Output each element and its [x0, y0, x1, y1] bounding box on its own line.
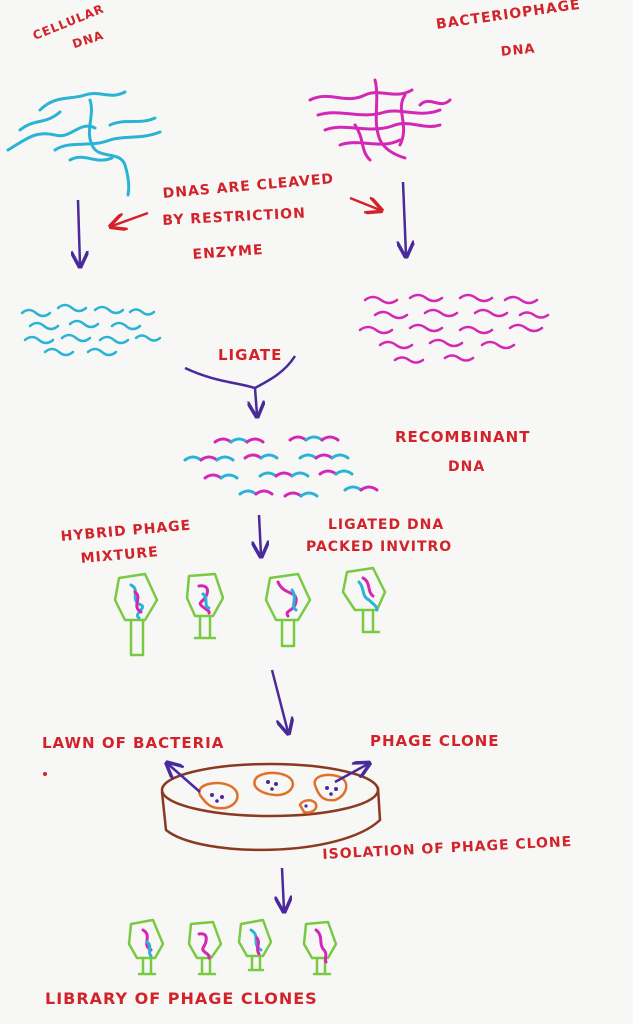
library-phage-4 — [302, 920, 338, 976]
cellular-dna-strands — [6, 90, 162, 197]
recombinant-dna-strands — [183, 435, 379, 498]
label-phage-dna-line2: DNA — [500, 41, 537, 60]
arrow-to-plate — [270, 669, 288, 732]
hybrid-phage-3 — [264, 572, 312, 648]
phage-dna-strands — [308, 78, 452, 162]
phage-dna-fragments — [358, 293, 550, 364]
arrow-cleave-left — [112, 211, 149, 226]
stray-dot — [43, 772, 47, 776]
hybrid-phage-row — [113, 566, 387, 657]
plaque-dots — [210, 780, 338, 808]
cellular-dna-fragments — [20, 303, 162, 357]
arrow-cellular-down — [78, 199, 80, 265]
label-packed-line2: PACKED INVITRO — [306, 539, 453, 555]
library-phage-3 — [237, 918, 273, 972]
arrow-cleave-right — [349, 198, 380, 210]
library-phage-2 — [187, 920, 223, 976]
arrow-to-lawn — [168, 764, 201, 793]
hybrid-phage-2 — [185, 572, 225, 640]
library-phage-row — [127, 918, 338, 976]
library-phage-1 — [127, 918, 165, 976]
ligate-arrow-curve — [184, 355, 297, 390]
arrow-to-library — [282, 867, 284, 910]
arrow-to-packaging — [259, 514, 261, 555]
label-recombinant-line2: DNA — [448, 459, 486, 475]
label-ligate: LIGATE — [218, 346, 283, 364]
label-packed-line1: LIGATED DNA — [328, 517, 445, 533]
hybrid-phage-4 — [341, 566, 387, 634]
hybrid-phage-1 — [113, 572, 159, 657]
plaques — [198, 771, 348, 814]
label-phage-clone: PHAGE CLONE — [370, 732, 500, 750]
ligate-arrow-down — [255, 387, 257, 415]
label-library: LIBRARY OF PHAGE CLONES — [45, 989, 318, 1008]
arrow-to-phage-clone — [334, 764, 368, 784]
arrow-phage-down — [403, 181, 406, 255]
petri-dish — [160, 762, 382, 852]
label-lawn: LAWN OF BACTERIA — [42, 734, 225, 752]
label-recombinant-line1: RECOMBINANT — [395, 428, 531, 446]
